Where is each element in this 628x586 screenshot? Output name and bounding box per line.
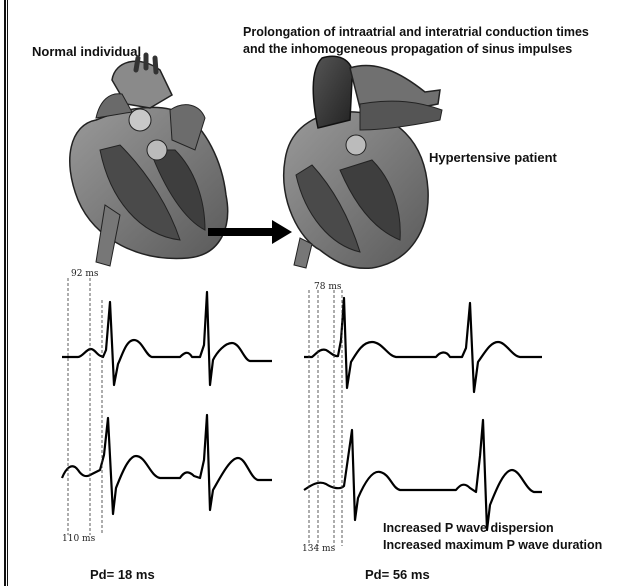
increase-caption: Increased P wave dispersion Increased ma… bbox=[383, 520, 602, 554]
normal-min-duration: 92 ms bbox=[71, 269, 98, 279]
prolongation-caption: Prolongation of intraatrial and interatr… bbox=[243, 24, 589, 58]
normal-pd-value: Pd= 18 ms bbox=[90, 567, 155, 582]
ecg-trace-hyper-bottom bbox=[304, 420, 542, 530]
hyper-max-duration: 134 ms bbox=[302, 544, 335, 554]
increase-line-1: Increased P wave dispersion bbox=[383, 520, 602, 537]
ecg-trace-normal-bottom bbox=[62, 415, 272, 514]
normal-max-duration: 110 ms bbox=[62, 534, 95, 544]
ecg-trace-normal-top bbox=[62, 292, 272, 385]
prolongation-line-1: Prolongation of intraatrial and interatr… bbox=[243, 24, 589, 41]
prolongation-line-2: and the inhomogeneous propagation of sin… bbox=[243, 41, 589, 58]
hypertensive-patient-label: Hypertensive patient bbox=[429, 150, 557, 165]
normal-heart-icon bbox=[70, 55, 228, 266]
normal-individual-label: Normal individual bbox=[32, 44, 141, 59]
hypertensive-heart-icon bbox=[284, 56, 442, 268]
hyper-min-duration: 78 ms bbox=[314, 282, 341, 292]
hyper-pd-value: Pd= 56 ms bbox=[365, 567, 430, 582]
increase-line-2: Increased maximum P wave duration bbox=[383, 537, 602, 554]
ecg-trace-hyper-top bbox=[304, 298, 542, 392]
